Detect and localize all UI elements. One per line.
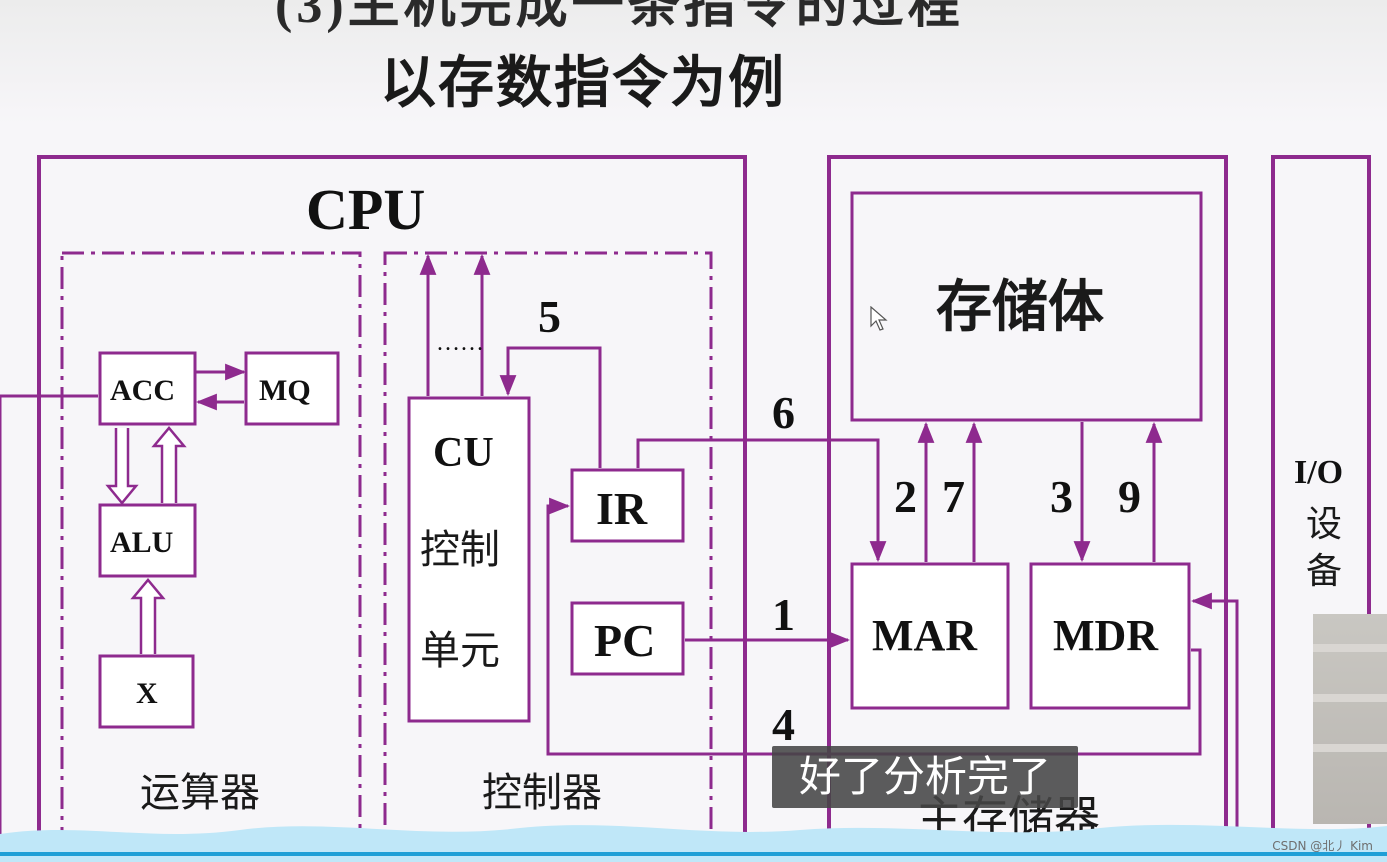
step-label-6: 6 (772, 387, 795, 438)
cu-label: CU (433, 430, 494, 476)
video-subtitle: 好了分析完了 (772, 746, 1078, 808)
x-to-alu-arrow (133, 580, 163, 654)
step-label-4: 4 (772, 699, 795, 750)
pc-label: PC (594, 615, 655, 666)
cpu-label: CPU (306, 177, 425, 242)
ir-label: IR (596, 483, 648, 534)
alu-group-label: 运算器 (140, 770, 260, 816)
x-label: X (136, 677, 158, 710)
step-label-5: 5 (538, 291, 561, 342)
step-label-3: 3 (1050, 471, 1073, 522)
mdr-label: MDR (1053, 611, 1159, 660)
cu-label-unit: 单元 (420, 628, 500, 674)
acc-label: ACC (110, 374, 175, 407)
control-group-label: 控制器 (482, 770, 602, 816)
mouse-pointer-icon (870, 306, 890, 334)
mq-label: MQ (259, 374, 311, 407)
presenter-video-thumbnail (1313, 614, 1387, 824)
watermark: CSDN @北丿 Kim (1272, 837, 1373, 854)
step-label-2: 2 (894, 471, 917, 522)
alu-label: ALU (110, 526, 173, 559)
cu-ellipsis: …… (436, 330, 484, 356)
mar-label: MAR (872, 611, 978, 660)
storage-label: 存储体 (936, 275, 1104, 340)
decorative-wave-band (0, 812, 1387, 862)
cu-label-control: 控制 (420, 527, 500, 573)
io-label-line2: 设 (1306, 504, 1342, 545)
step-label-7: 7 (942, 471, 965, 522)
alu-to-acc-arrow (154, 428, 184, 503)
step-label-9: 9 (1118, 471, 1141, 522)
io-label-line3: 备 (1306, 551, 1342, 592)
acc-to-alu-arrow (108, 428, 136, 503)
step-label-1: 1 (772, 589, 795, 640)
io-label-line1: I/O (1294, 454, 1343, 491)
